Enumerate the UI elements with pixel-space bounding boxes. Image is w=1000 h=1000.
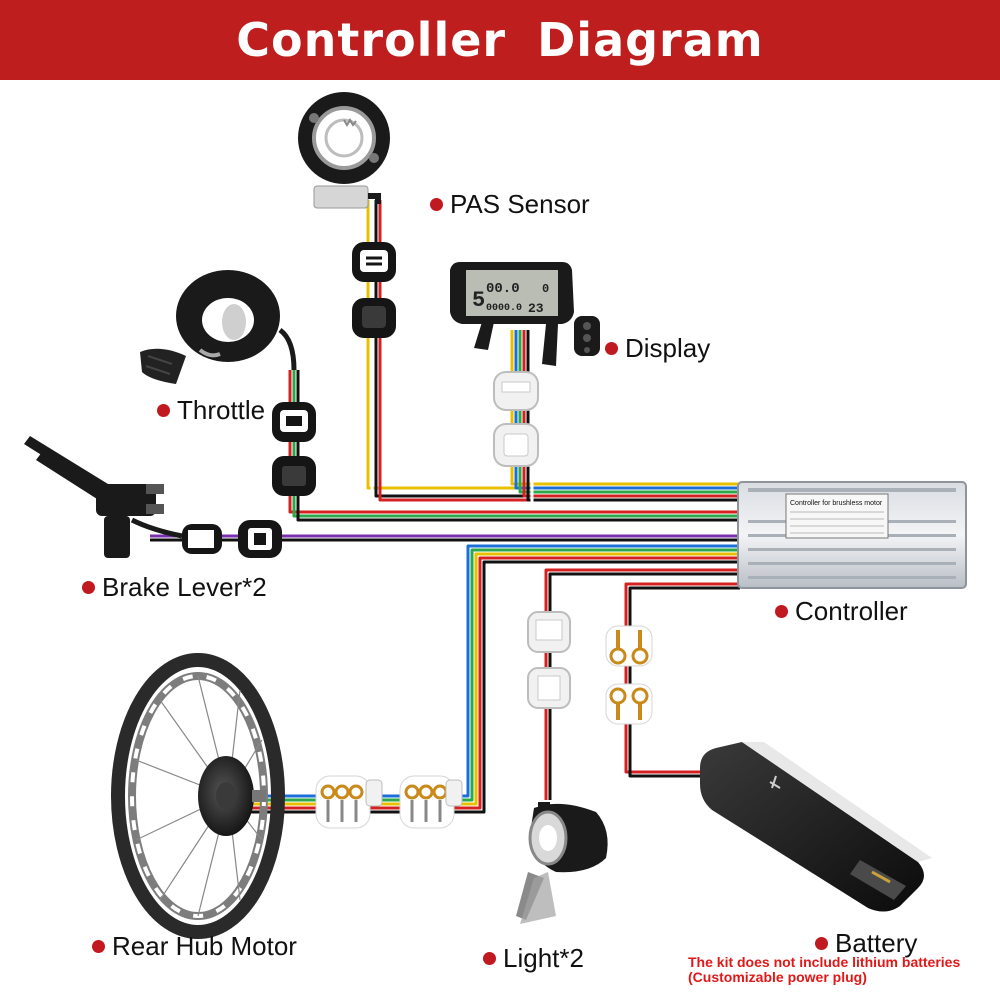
display-odometer: 0000.0 <box>486 303 522 314</box>
headlight-icon <box>516 802 608 924</box>
bullet-dot-icon <box>92 940 105 953</box>
pas-connector-icon <box>352 242 396 338</box>
brake-lever-icon <box>24 436 183 558</box>
bullet-dot-icon <box>430 198 443 211</box>
display-value-b: 23 <box>528 301 544 316</box>
display-connector-icon <box>493 371 539 467</box>
throttle-connector-icon <box>272 402 316 496</box>
display-value-a: 0 <box>542 282 549 296</box>
battery-label: Battery <box>815 928 917 959</box>
battery-icon <box>700 742 932 912</box>
rear-hub-motor-label: Rear Hub Motor <box>92 931 297 962</box>
bullet-dot-icon <box>483 952 496 965</box>
pas-sensor-icon <box>298 92 390 209</box>
diagram-title: Controller Diagram <box>236 13 764 67</box>
pas-sensor-label: PAS Sensor <box>430 189 590 220</box>
bullet-dot-icon <box>775 605 788 618</box>
motor-connector-icon <box>315 775 463 829</box>
battery-note: The kit does not include lithium batteri… <box>688 955 994 985</box>
title-banner: Controller Diagram <box>0 0 1000 80</box>
brake-connector-icon <box>182 520 282 558</box>
light-label-text: Light*2 <box>503 943 584 973</box>
battery-connector-icon <box>605 625 653 725</box>
pas-sensor-label-text: PAS Sensor <box>450 189 590 219</box>
controller-icon: Controller for brushless motor <box>737 481 967 589</box>
bullet-dot-icon <box>815 937 828 950</box>
bullet-dot-icon <box>157 404 170 417</box>
throttle-icon <box>140 270 297 384</box>
controller-plate-title: Controller for brushless motor <box>790 500 883 507</box>
throttle-label-text: Throttle <box>177 395 266 425</box>
battery-wire <box>624 582 740 778</box>
battery-label-text: Battery <box>835 928 918 958</box>
display-speed-mode: 5 <box>472 288 485 313</box>
light-label: Light*2 <box>483 943 584 974</box>
rear-hub-motor-icon <box>111 653 285 939</box>
light-connector-icon <box>527 611 571 709</box>
display-speed: 00.0 <box>486 281 520 297</box>
lcd-display-icon: 5 00.0 0 0000.0 23 <box>450 262 600 366</box>
display-label: Display <box>605 333 710 364</box>
controller-label: Controller <box>775 596 908 627</box>
rear-hub-motor-label-text: Rear Hub Motor <box>112 931 297 961</box>
brake-lever-label: Brake Lever*2 <box>82 572 267 603</box>
bullet-dot-icon <box>605 342 618 355</box>
battery-note-line-2: (Customizable power plug) <box>688 969 867 985</box>
battery-note-line-1: The kit does not include lithium batteri… <box>688 954 961 970</box>
controller-label-text: Controller <box>795 596 908 626</box>
light-wire <box>544 568 740 800</box>
throttle-label: Throttle <box>157 395 265 426</box>
display-label-text: Display <box>625 333 711 363</box>
bullet-dot-icon <box>82 581 95 594</box>
brake-lever-label-text: Brake Lever*2 <box>102 572 267 602</box>
